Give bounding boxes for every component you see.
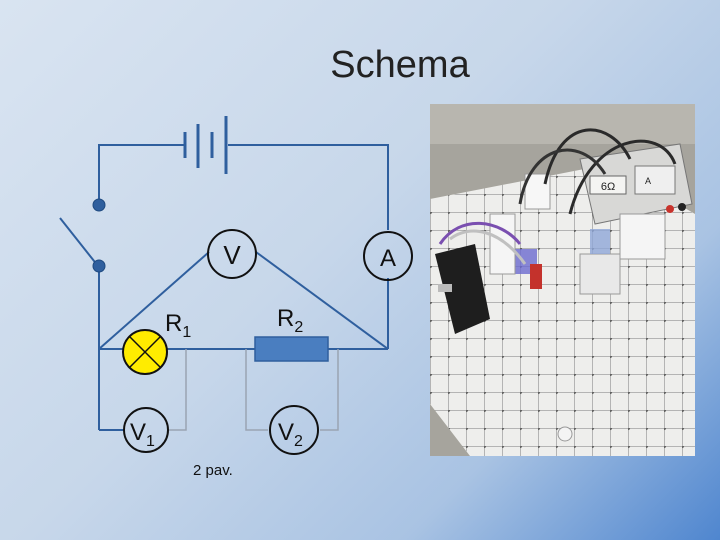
photo-battery — [435, 244, 490, 334]
voltmeter-left-lead — [98, 251, 210, 350]
switch-terminal-bottom — [92, 259, 106, 273]
switch-lever — [59, 217, 99, 267]
r1-label: R1 — [165, 310, 191, 341]
battery — [183, 116, 228, 174]
top-wire — [98, 144, 185, 205]
circuit-photo: 6Ω A — [430, 104, 695, 456]
figure-caption: 2 pav. — [193, 462, 233, 479]
v2-lead-left — [245, 349, 268, 431]
switch-terminal-top — [92, 198, 106, 212]
slide-title: Schema — [330, 44, 470, 86]
voltmeter-right-lead — [255, 251, 389, 350]
v2-lead-right — [320, 349, 339, 431]
lamp — [122, 329, 168, 375]
resistor-r2 — [254, 336, 329, 362]
photo-meter-label: A — [645, 176, 651, 186]
r2-label: R2 — [277, 305, 303, 336]
v2-label: V2 — [278, 419, 303, 450]
ammeter-label: A — [380, 245, 396, 272]
photo-resistor-label: 6Ω — [601, 181, 615, 193]
photo-illustration: 6Ω A — [430, 104, 695, 456]
v2-meter: V2 — [269, 405, 319, 455]
v1-lead-right — [168, 349, 187, 431]
ammeter: A — [363, 231, 413, 281]
top-wire-right — [228, 144, 389, 230]
wires — [59, 144, 389, 431]
ammeter-box: 6Ω A — [579, 143, 693, 225]
voltmeter-label: V — [223, 240, 241, 270]
v1-meter: V1 — [123, 407, 169, 453]
v1-label: V1 — [130, 419, 155, 450]
meter-leads — [168, 349, 339, 431]
voltmeter: V — [207, 229, 257, 279]
